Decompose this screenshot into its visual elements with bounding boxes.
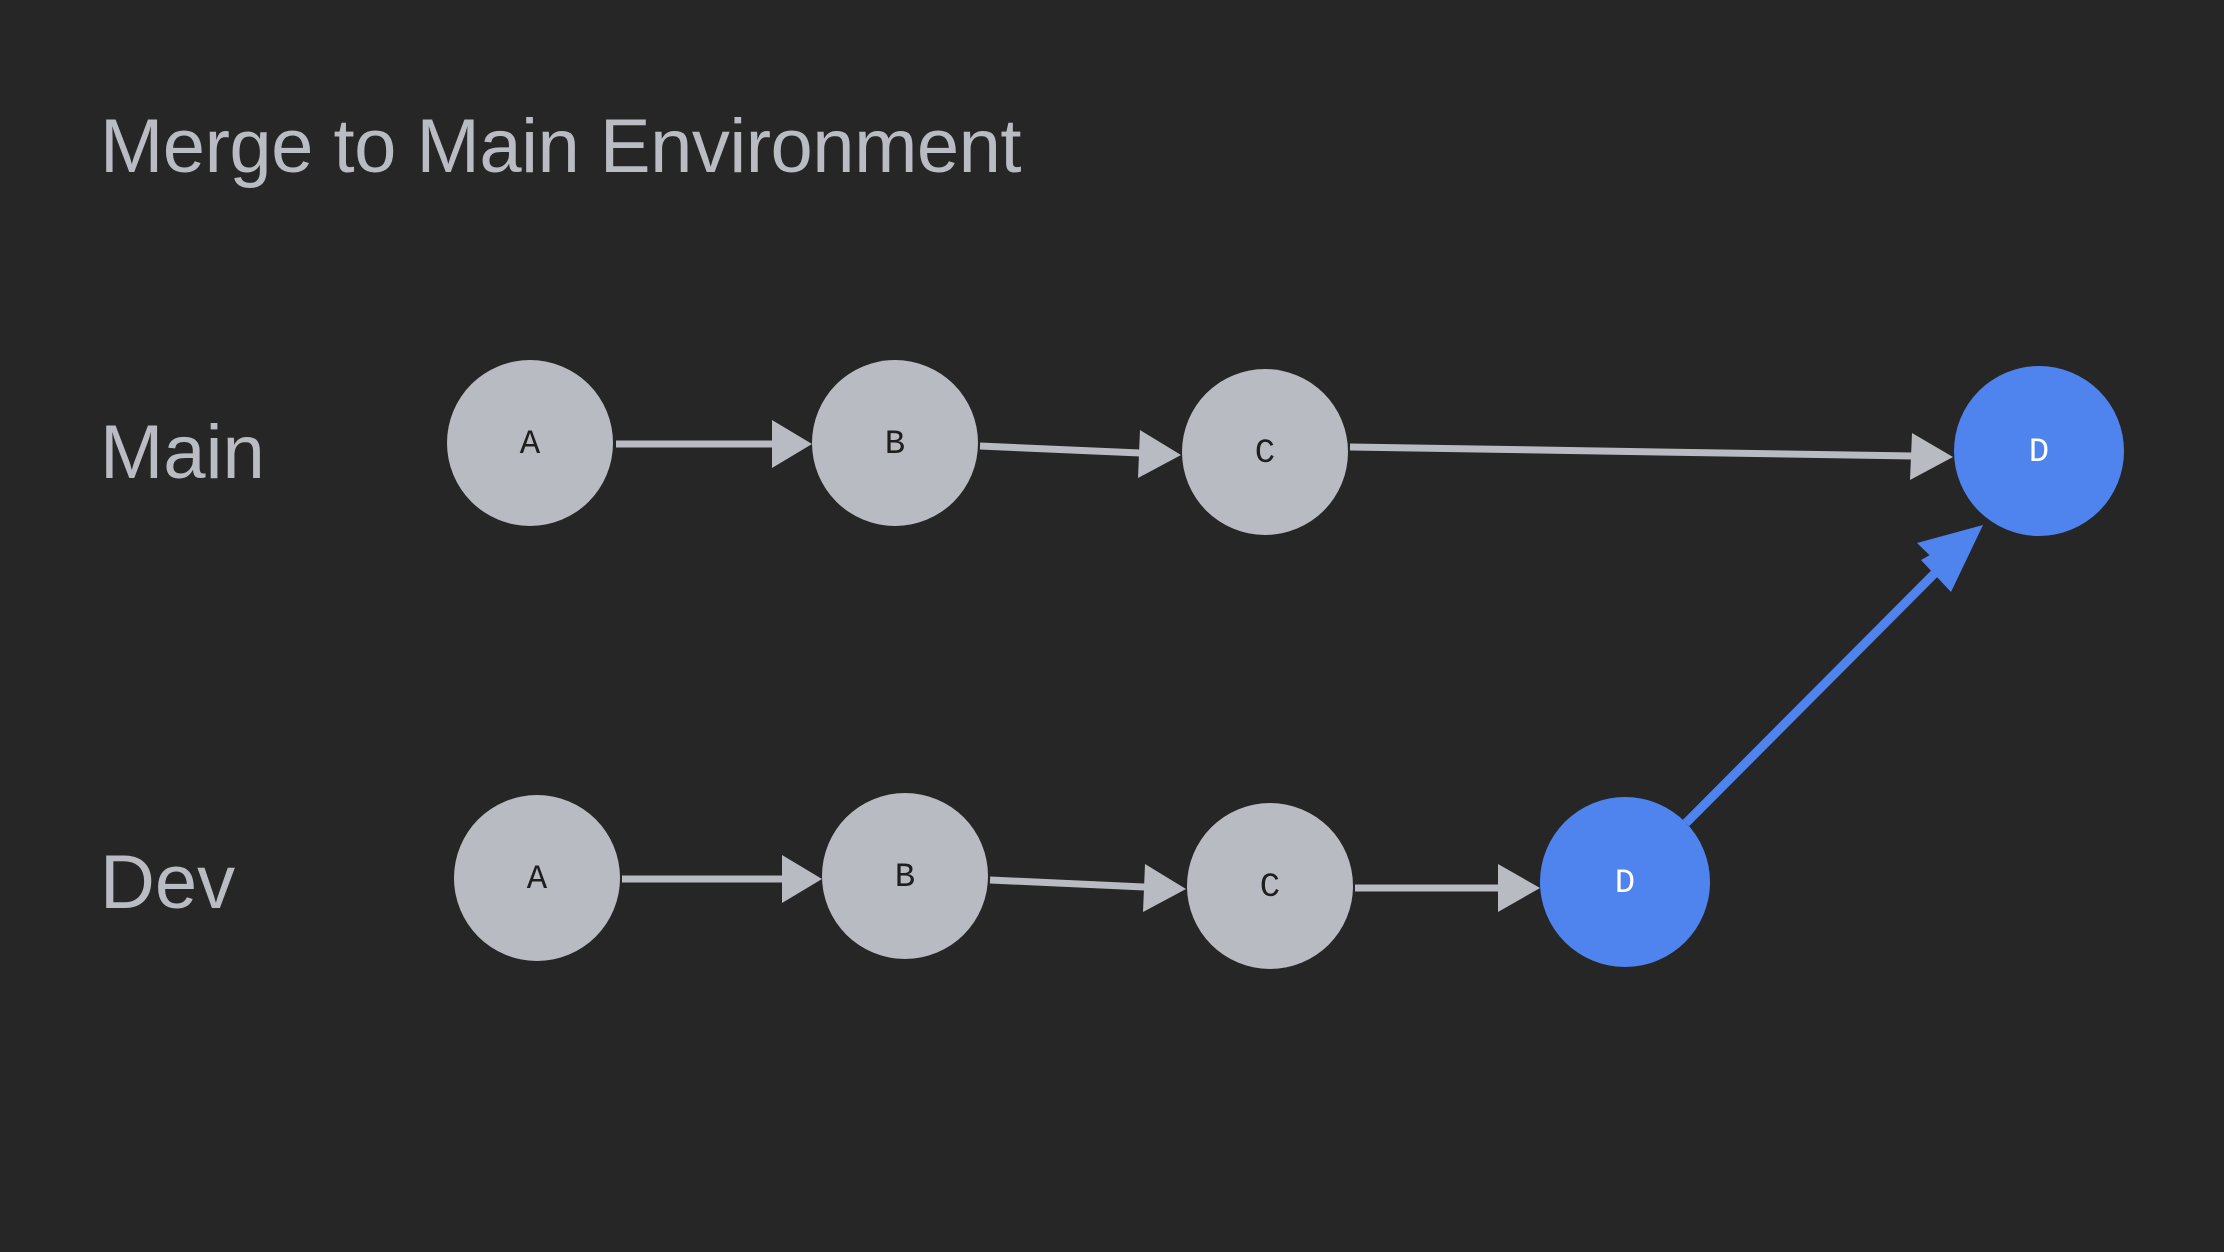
node-main-a[interactable]: A [447,360,613,526]
row-dev: Dev A B [100,793,1710,969]
row-main: Main A B [100,360,2124,536]
edge-main-c-d [1349,433,1953,480]
node-label: B [885,426,905,464]
node-main-c[interactable]: C [1182,369,1348,535]
node-label: C [1255,435,1275,473]
node-label: A [520,426,541,464]
node-label: D [2029,434,2049,472]
edge-main-a-b [616,420,812,468]
edge-dev-b-c [989,864,1186,912]
node-dev-d[interactable]: D [1540,797,1710,967]
node-dev-a[interactable]: A [454,795,620,961]
page-title: Merge to Main Environment [100,104,1021,189]
edge-dev-c-d [1355,864,1540,912]
node-label: A [527,861,548,899]
node-label: D [1615,865,1635,903]
row-label-dev: Dev [100,840,235,925]
node-label: C [1260,869,1280,907]
edge-dev-a-b [622,855,822,903]
node-main-b[interactable]: B [812,360,978,526]
row-label-main: Main [100,410,265,495]
edge-merge-dev-to-main [1682,525,1983,827]
edge-main-b-c [979,430,1181,478]
node-main-d[interactable]: D [1954,366,2124,536]
node-dev-b[interactable]: B [822,793,988,959]
node-dev-c[interactable]: C [1187,803,1353,969]
node-label: B [895,859,915,897]
